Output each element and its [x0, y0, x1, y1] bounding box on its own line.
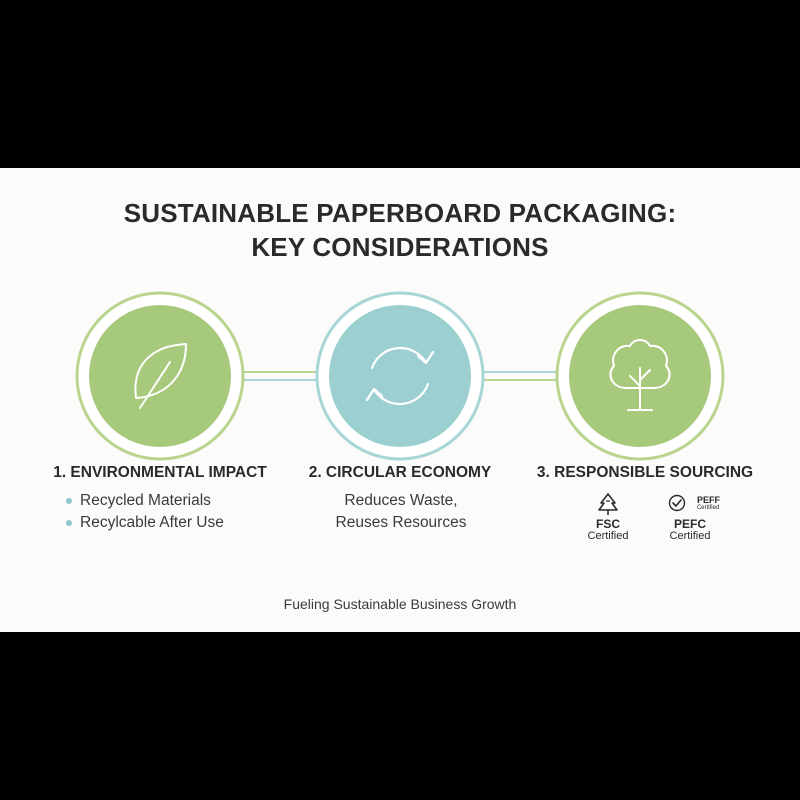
bullet-dot [66, 520, 72, 526]
fsc-certification: FSC Certified [578, 492, 638, 542]
environmental-impact-list: Recycled Materials Recylcable After Use [66, 490, 224, 534]
pefc-certification: PEFF Certified PEFC Certified [660, 492, 720, 542]
list-item-text: Recycled Materials [80, 492, 211, 509]
cert-sublabel: Certified [587, 530, 629, 542]
list-item-text: Recylcable After Use [80, 514, 224, 531]
connector-1-2 [240, 371, 322, 381]
list-item: Recycled Materials [66, 490, 224, 512]
list-item: Recylcable After Use [66, 512, 224, 534]
connector-2-3 [480, 371, 560, 381]
bullet-dot [66, 498, 72, 504]
heading-responsible-sourcing: 3. RESPONSIBLE SOURCING [536, 464, 754, 481]
page-title: SUSTAINABLE PAPERBOARD PACKAGING: KEY CO… [0, 196, 800, 264]
node-environmental-impact [75, 291, 245, 461]
pefc-check-logo-icon [668, 494, 686, 512]
heading-environmental-impact: 1. ENVIRONMENTAL IMPACT [53, 464, 267, 481]
pefc-logo-subtext: Certified [696, 505, 720, 511]
heading-circular-economy: 2. CIRCULAR ECONOMY [308, 464, 492, 481]
circular-economy-description: Reduces Waste, Reuses Resources [294, 490, 508, 534]
node-responsible-sourcing [555, 291, 725, 461]
node-circular-economy [315, 291, 485, 461]
pefc-logo-text: PEFF [696, 495, 720, 505]
fsc-tree-logo-icon [598, 493, 618, 515]
cert-label: FSC [596, 517, 620, 531]
pefc-logo: PEFF Certified [660, 492, 720, 516]
recycle-arrows-icon [365, 346, 435, 406]
title-line-1: SUSTAINABLE PAPERBOARD PACKAGING: [123, 198, 677, 228]
cert-label: PEFC [673, 517, 706, 531]
description-line-2: Reuses Resources [335, 514, 467, 531]
leaf-icon [134, 343, 187, 409]
title-line-2: KEY CONSIDERATIONS [251, 232, 549, 262]
inner-circle [329, 305, 471, 447]
tree-icon [609, 339, 671, 411]
footer-tagline: Fueling Sustainable Business Growth [283, 596, 517, 612]
cert-sublabel: Certified [669, 530, 711, 542]
description-line-1: Reduces Waste, [344, 492, 458, 509]
